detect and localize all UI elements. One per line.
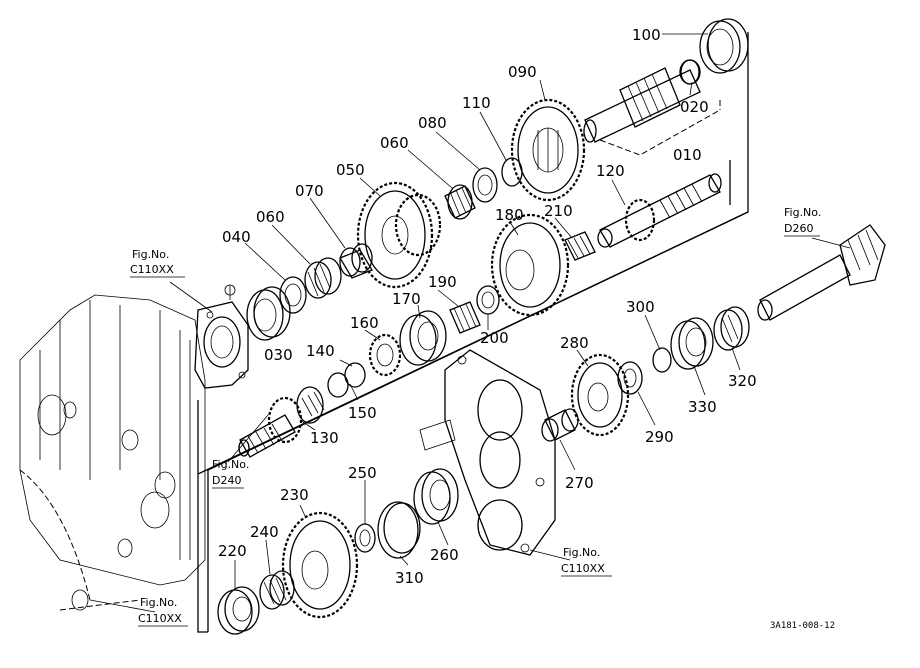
svg-text:Fig.No.: Fig.No. — [132, 248, 169, 261]
figref-d240: Fig.No. D240 — [212, 458, 249, 489]
svg-text:Fig.No.: Fig.No. — [140, 596, 177, 609]
part-label-180: 180 — [495, 206, 524, 224]
svg-text:D240: D240 — [212, 474, 241, 487]
svg-text:D260: D260 — [784, 222, 813, 235]
part-label-280: 280 — [560, 334, 589, 352]
figure-references: Fig.No. C110XX Fig.No. D260 Fig.No. D240… — [130, 206, 821, 627]
svg-text:C110XX: C110XX — [561, 562, 605, 575]
figref-d260: Fig.No. D260 — [784, 206, 821, 237]
part-label-120: 120 — [596, 162, 625, 180]
part-label-200: 200 — [480, 329, 509, 347]
middle-row-parts — [327, 285, 500, 398]
part-label-090: 090 — [508, 63, 537, 81]
figref-c110xx-center: Fig.No. C110XX — [561, 546, 612, 577]
svg-text:Fig.No.: Fig.No. — [784, 206, 821, 219]
part-label-210: 210 — [544, 202, 573, 220]
part-label-270: 270 — [565, 474, 594, 492]
part-label-320: 320 — [728, 372, 757, 390]
cover-plate — [194, 284, 249, 389]
part-label-160: 160 — [350, 314, 379, 332]
svg-text:C110XX: C110XX — [138, 612, 182, 625]
part-label-170: 170 — [392, 290, 421, 308]
part-label-250: 250 — [348, 464, 377, 482]
part-label-100: 100 — [632, 26, 661, 44]
leader-lines — [89, 33, 851, 613]
drawing-code: 3A181-008-12 — [770, 621, 835, 631]
part-label-190: 190 — [428, 273, 457, 291]
part-label-330: 330 — [688, 398, 717, 416]
transmission-case — [19, 294, 206, 611]
part-label-110: 110 — [462, 94, 491, 112]
part-label-040: 040 — [222, 228, 251, 246]
part-label-230: 230 — [280, 486, 309, 504]
pinion-shaft — [757, 224, 886, 321]
shaft-130-assembly — [238, 386, 325, 458]
part-label-240: 240 — [250, 523, 279, 541]
shaft-120 — [597, 173, 722, 248]
figref-c110xx-upper: Fig.No. C110XX — [130, 248, 185, 278]
part-label-220: 220 — [218, 542, 247, 560]
part-label-020: 020 — [680, 98, 709, 116]
lower-row-parts — [217, 468, 459, 635]
part-label-130: 130 — [310, 429, 339, 447]
part-labels: 100 020 090 010 110 080 060 120 050 070 … — [218, 26, 757, 587]
svg-text:Fig.No.: Fig.No. — [563, 546, 600, 559]
part-label-050: 050 — [336, 161, 365, 179]
center-housing — [419, 349, 556, 556]
left-upper-bearings — [246, 243, 373, 341]
part-label-150: 150 — [348, 404, 377, 422]
part-label-140: 140 — [306, 342, 335, 360]
shaft-010-assembly — [583, 18, 749, 156]
part-label-300: 300 — [626, 298, 655, 316]
gear-050 — [356, 181, 442, 289]
part-label-290: 290 — [645, 428, 674, 446]
upper-small-parts — [444, 157, 523, 220]
gear-180 — [490, 213, 596, 317]
gear-090 — [510, 98, 586, 202]
part-label-310: 310 — [395, 569, 424, 587]
svg-text:Fig.No.: Fig.No. — [212, 458, 249, 471]
part-label-060b: 060 — [256, 208, 285, 226]
part-label-080: 080 — [418, 114, 447, 132]
part-label-070: 070 — [295, 182, 324, 200]
right-lower-parts — [541, 306, 750, 442]
figref-c110xx-lower: Fig.No. C110XX — [138, 596, 188, 627]
part-label-030: 030 — [264, 346, 293, 364]
frame-lines — [197, 32, 749, 633]
part-label-260: 260 — [430, 546, 459, 564]
part-label-060a: 060 — [380, 134, 409, 152]
svg-text:C110XX: C110XX — [130, 263, 174, 276]
part-label-010: 010 — [673, 146, 702, 164]
